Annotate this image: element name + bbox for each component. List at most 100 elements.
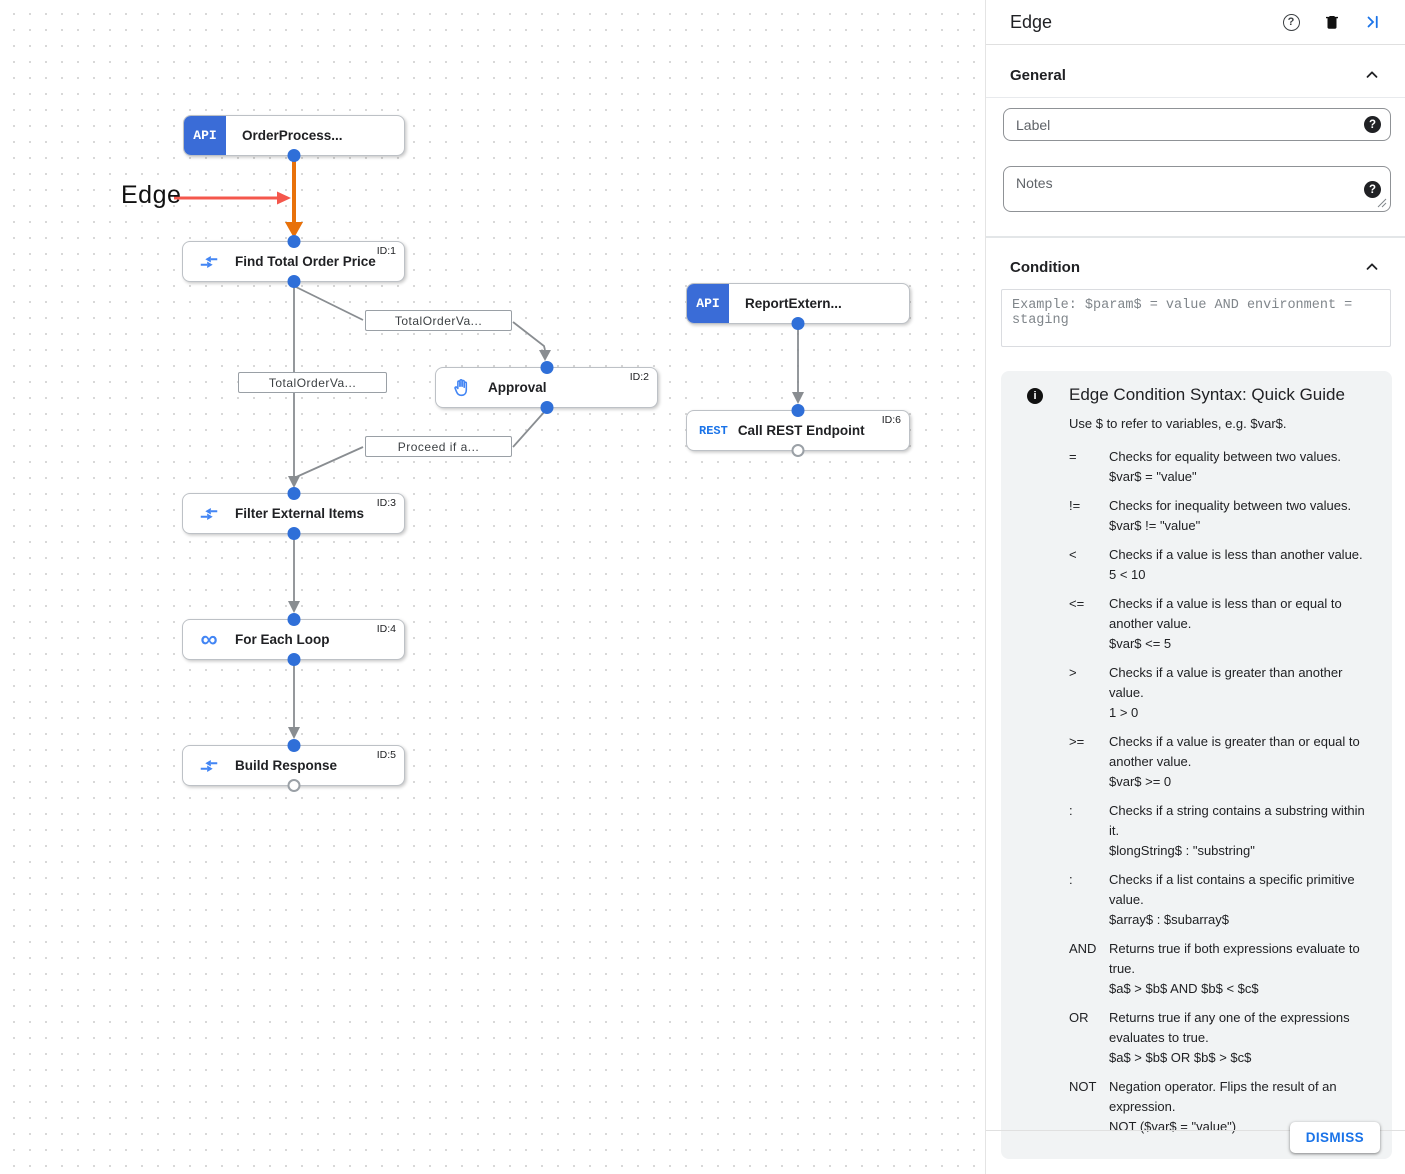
- api-trigger-icon: API: [687, 284, 729, 323]
- node-label: ReportExtern...: [745, 296, 842, 311]
- edge-condition-label[interactable]: Proceed if a...: [365, 436, 512, 457]
- data-mapping-icon: [197, 251, 221, 273]
- output-port[interactable]: [540, 401, 553, 414]
- guide-operator: AND: [1069, 941, 1097, 956]
- help-icon: ?: [1282, 13, 1300, 31]
- guide-operator: !=: [1069, 498, 1081, 513]
- annotation-arrow: [174, 191, 291, 205]
- edge-find-to-approval[interactable]: [293, 285, 551, 361]
- section-divider: [986, 236, 1405, 238]
- output-port[interactable]: [287, 275, 300, 288]
- guide-operator: >=: [1069, 734, 1085, 749]
- node-id-badge: ID:6: [881, 414, 901, 426]
- rest-icon: REST: [699, 423, 728, 438]
- guide-operator: <: [1069, 547, 1077, 562]
- node-label: Build Response: [235, 758, 338, 773]
- input-port[interactable]: [540, 361, 553, 374]
- approval-hand-icon: [450, 377, 474, 399]
- collapse-panel-button[interactable]: [1363, 12, 1383, 32]
- notes-field-wrap: ?: [1003, 166, 1391, 212]
- general-divider: [986, 97, 1405, 98]
- dismiss-button[interactable]: DISMISS: [1289, 1122, 1380, 1153]
- output-port-open[interactable]: [287, 779, 300, 792]
- node-id-badge: ID:2: [629, 371, 649, 383]
- condition-field-wrap: [1001, 289, 1391, 347]
- output-port[interactable]: [287, 653, 300, 666]
- node-label: Call REST Endpoint: [737, 423, 865, 438]
- node-for-each-loop[interactable]: ∞ For Each Loop ID:4: [182, 613, 405, 666]
- edge-loop-to-build[interactable]: [288, 663, 300, 739]
- guide-intro: Use $ to refer to variables, e.g. $var$.: [1069, 416, 1287, 431]
- condition-section-header[interactable]: Condition: [986, 258, 1405, 276]
- guide-operator: :: [1069, 872, 1073, 887]
- guide-title: Edge Condition Syntax: Quick Guide: [1069, 385, 1345, 404]
- annotation-edge-label: Edge: [121, 181, 182, 209]
- edge-approval-to-filter[interactable]: [293, 409, 547, 479]
- panel-title: Edge: [1010, 11, 1053, 32]
- label-help-icon[interactable]: ?: [1364, 116, 1381, 133]
- help-button[interactable]: ?: [1281, 12, 1301, 32]
- output-port-open[interactable]: [791, 444, 805, 457]
- node-label: Approval: [488, 380, 547, 395]
- input-port[interactable]: [287, 739, 300, 752]
- guide-row: Returns true if both expressions evaluat…: [1109, 941, 1360, 996]
- node-id-badge: ID:5: [376, 749, 396, 761]
- delete-edge-button[interactable]: [1322, 12, 1342, 32]
- node-id-badge: ID:3: [376, 497, 396, 509]
- trash-icon: [1326, 16, 1338, 29]
- node-label: Find Total Order Price: [235, 254, 376, 269]
- input-port[interactable]: [791, 404, 805, 417]
- guide-operator: <=: [1069, 596, 1085, 611]
- node-label: OrderProcess...: [242, 128, 343, 143]
- guide-row: Checks if a value is less than or equal …: [1109, 596, 1342, 651]
- data-mapping-icon: [197, 503, 221, 525]
- node-label: Filter External Items: [235, 506, 365, 521]
- node-orderprocess-trigger[interactable]: API OrderProcess...: [183, 115, 405, 162]
- label-field-wrap: ?: [1003, 108, 1391, 141]
- guide-operator: :: [1069, 803, 1073, 818]
- node-build-response[interactable]: Build Response ID:5: [182, 739, 405, 792]
- guide-rows: = Checks for equality between two values…: [1069, 447, 1368, 1137]
- guide-row: Checks if a list contains a specific pri…: [1109, 872, 1355, 927]
- output-port[interactable]: [287, 527, 300, 540]
- label-input[interactable]: [1003, 108, 1391, 141]
- general-section-title: General: [1010, 66, 1066, 84]
- panel-footer-divider: [986, 1130, 1405, 1131]
- chevron-up-icon[interactable]: [1363, 258, 1381, 276]
- data-mapping-icon: [197, 755, 221, 777]
- node-filter-external-items[interactable]: Filter External Items ID:3: [182, 487, 405, 540]
- node-approval[interactable]: Approval ID:2: [435, 361, 658, 414]
- edge-condition-label[interactable]: TotalOrderVa...: [238, 372, 387, 393]
- guide-row: Checks for inequality between two values…: [1109, 498, 1352, 533]
- input-port[interactable]: [287, 487, 300, 500]
- node-reportextern-trigger[interactable]: API ReportExtern...: [686, 283, 910, 330]
- edge-filter-to-loop[interactable]: [288, 537, 300, 613]
- panel-header: Edge ?: [986, 0, 1405, 45]
- loop-icon: ∞: [200, 625, 218, 653]
- guide-row: Checks if a value is greater than or equ…: [1109, 734, 1360, 789]
- condition-input[interactable]: [1001, 289, 1391, 347]
- selected-edge[interactable]: [285, 158, 303, 238]
- collapse-panel-icon: [1367, 15, 1378, 29]
- general-section-header[interactable]: General: [986, 66, 1405, 84]
- edge-condition-label[interactable]: TotalOrderVa...: [365, 310, 512, 331]
- node-call-rest-endpoint[interactable]: REST Call REST Endpoint ID:6: [686, 404, 910, 457]
- guide-row: Checks if a value is less than another v…: [1109, 547, 1363, 582]
- notes-help-icon[interactable]: ?: [1364, 181, 1381, 198]
- output-port[interactable]: [791, 317, 805, 330]
- input-port[interactable]: [287, 235, 300, 248]
- condition-section-title: Condition: [1010, 258, 1080, 276]
- output-port[interactable]: [287, 149, 301, 162]
- input-port[interactable]: [287, 613, 300, 626]
- resize-handle-icon[interactable]: [1377, 198, 1387, 208]
- notes-input[interactable]: [1003, 166, 1391, 212]
- guide-operator: OR: [1069, 1010, 1089, 1025]
- flow-canvas[interactable]: Edge API OrderProcess... Find Total Orde…: [0, 0, 985, 1174]
- chevron-up-icon[interactable]: [1363, 66, 1381, 84]
- guide-operator: =: [1069, 449, 1077, 464]
- condition-syntax-guide: i Edge Condition Syntax: Quick Guide Use…: [1001, 371, 1392, 1159]
- node-label: For Each Loop: [235, 632, 330, 647]
- edge-report-to-rest[interactable]: [792, 327, 804, 404]
- node-id-badge: ID:4: [376, 623, 396, 635]
- node-find-total-order-price[interactable]: Find Total Order Price ID:1: [182, 235, 405, 288]
